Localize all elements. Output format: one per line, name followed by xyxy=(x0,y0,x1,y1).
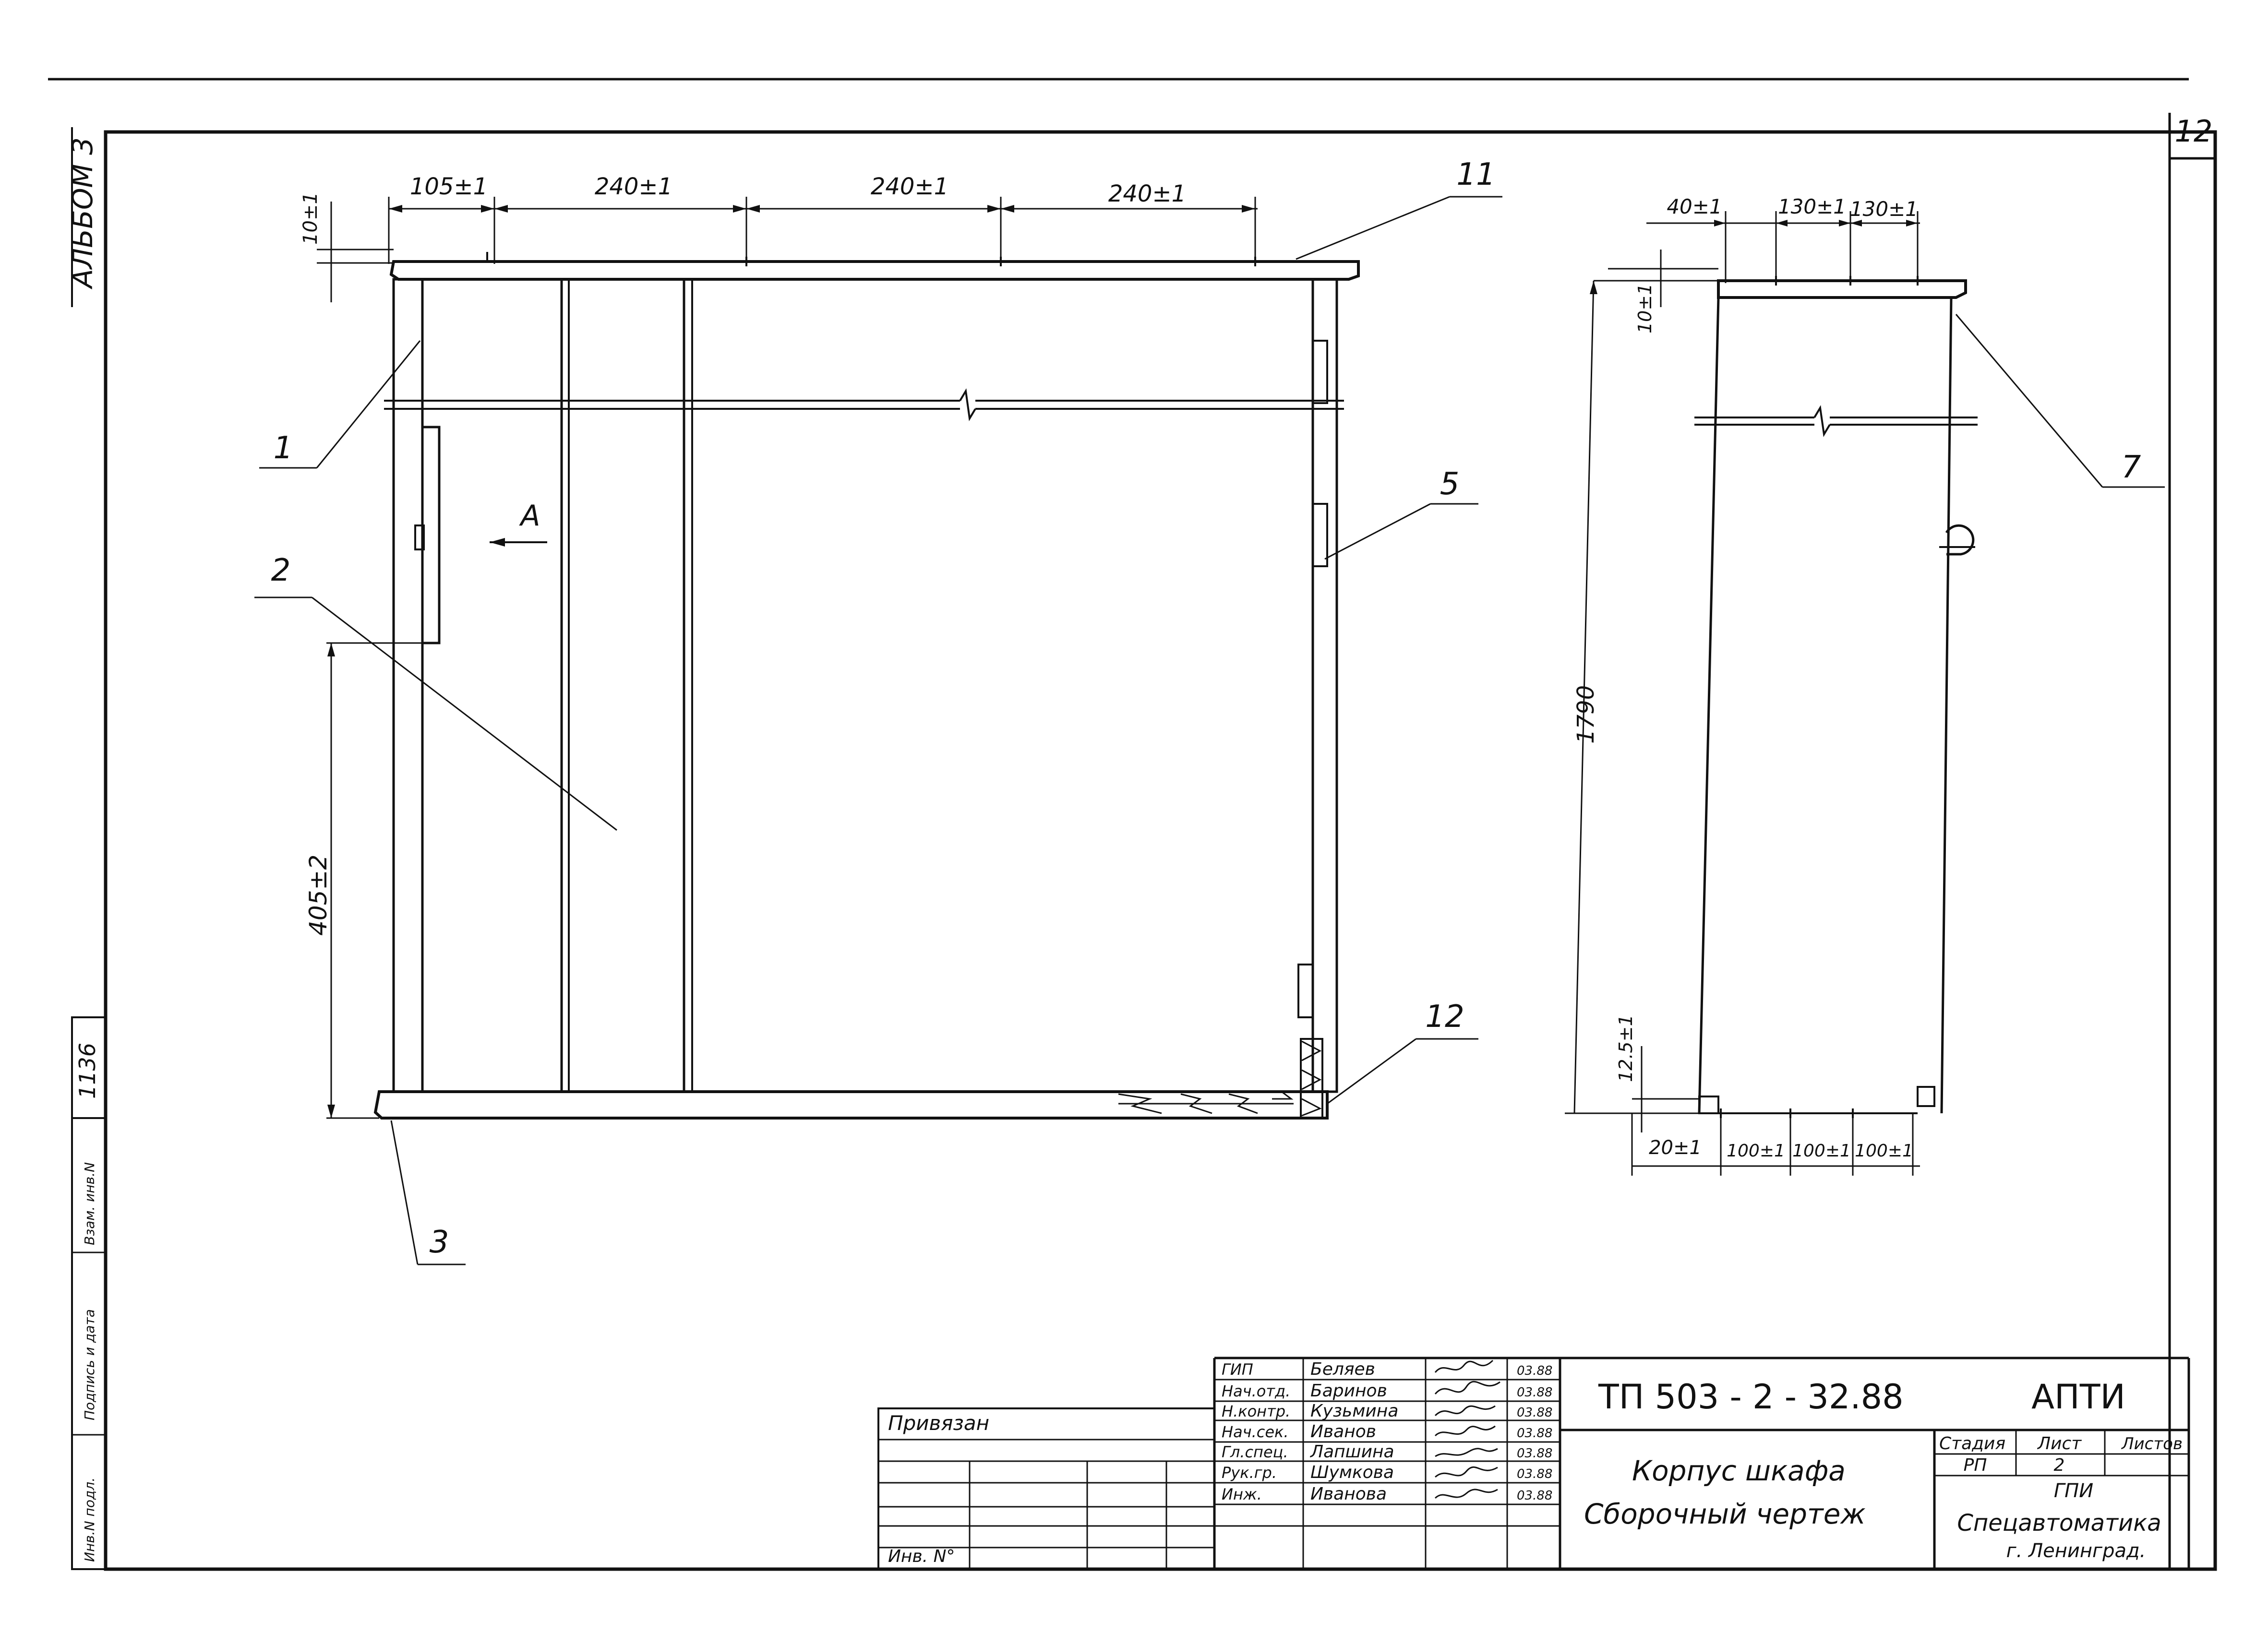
stage-value: РП xyxy=(1964,1455,1987,1475)
date-6: 03.88 xyxy=(1517,1489,1552,1503)
side-dim-bottom-offset: 12.5±1 xyxy=(1615,1014,1636,1082)
front-dim-top-0: 105±1 xyxy=(410,173,488,200)
side-dim-top-2: 130±1 xyxy=(1850,197,1918,221)
name-1: Баринов xyxy=(1310,1381,1387,1401)
callout-7: 7 xyxy=(2122,450,2141,485)
section-mark: A xyxy=(490,499,547,547)
front-dim-top-1: 240±1 xyxy=(595,173,672,200)
role-6: Инж. xyxy=(1222,1485,1262,1503)
date-4: 03.88 xyxy=(1517,1446,1552,1461)
role-3: Нач.сек. xyxy=(1222,1423,1289,1441)
name-3: Иванов xyxy=(1310,1422,1376,1441)
sheet-label: Лист xyxy=(2037,1434,2082,1453)
role-5: Рук.гр. xyxy=(1222,1464,1277,1482)
inventory-number: 1136 xyxy=(74,1043,100,1099)
side-dim-top-offset: 10±1 xyxy=(1634,284,1656,334)
date-5: 03.88 xyxy=(1517,1467,1552,1481)
side-view xyxy=(1694,279,1978,1114)
side-dim-bottom-3: 100±1 xyxy=(1855,1141,1913,1161)
org-line3: г. Ленинград. xyxy=(2006,1540,2146,1562)
album-label: АЛЬБОМ 3 xyxy=(66,137,99,290)
role-0: ГИП xyxy=(1222,1360,1253,1379)
side-height-dimension: 1790 12.5±1 xyxy=(1565,280,1699,1132)
org-line1: ГПИ xyxy=(2054,1480,2093,1502)
front-dim-top-offset: 10±1 xyxy=(300,192,322,245)
front-callouts: 1 2 3 5 11 12 xyxy=(254,157,1502,1265)
name-6: Иванова xyxy=(1310,1484,1387,1504)
role-2: Н.контр. xyxy=(1222,1402,1290,1420)
stage-label: Стадия xyxy=(1939,1434,2005,1453)
side-callouts: 7 xyxy=(1955,314,2165,488)
stamp-signature-date: Подпись и дата xyxy=(82,1309,97,1420)
drawing-title-line1: Корпус шкафа xyxy=(1632,1454,1846,1487)
signature-scribbles xyxy=(1434,1359,1500,1499)
name-5: Шумкова xyxy=(1310,1463,1394,1482)
callout-1: 1 xyxy=(274,430,293,466)
callout-12: 12 xyxy=(1425,999,1464,1035)
sheets-label: Листов xyxy=(2121,1434,2183,1453)
inv-label: Инв. N° xyxy=(888,1547,955,1566)
side-dim-height: 1790 xyxy=(1572,685,1599,744)
side-dim-top-0: 40±1 xyxy=(1667,195,1722,218)
callout-2: 2 xyxy=(271,553,291,588)
front-dim-height: 405±2 xyxy=(304,855,332,936)
callout-3: 3 xyxy=(430,1225,449,1260)
left-margin: АЛЬБОМ 3 1136 Взам. инв.N Подпись и дата… xyxy=(66,127,107,1570)
front-top-dimensions: 105±1 240±1 240±1 240±1 10±1 xyxy=(300,173,1260,302)
side-dim-top-1: 130±1 xyxy=(1778,195,1846,218)
callout-5: 5 xyxy=(1440,466,1460,502)
side-dim-bottom-0: 20±1 xyxy=(1649,1137,1702,1159)
front-dim-top-2: 240±1 xyxy=(871,173,948,200)
drawing-title-line2: Сборочный чертеж xyxy=(1584,1498,1866,1530)
side-dim-bottom-2: 100±1 xyxy=(1792,1141,1851,1161)
name-2: Кузьмина xyxy=(1310,1401,1398,1421)
front-view xyxy=(373,260,1360,1120)
name-0: Беляев xyxy=(1310,1359,1375,1379)
bound-label: Привязан xyxy=(888,1411,989,1435)
document-code: ТП 503 - 2 - 32.88 xyxy=(1598,1377,1904,1417)
side-bottom-dimensions: 20±1 100±1 100±1 100±1 xyxy=(1631,1108,1920,1176)
role-4: Гл.спец. xyxy=(1222,1443,1288,1461)
stamp-replaced-inv: Взам. инв.N xyxy=(82,1162,97,1245)
stamp-inv-no-orig: Инв.N подл. xyxy=(82,1477,97,1562)
date-1: 03.88 xyxy=(1517,1385,1552,1400)
sheet-number: 12 xyxy=(2175,114,2213,149)
date-0: 03.88 xyxy=(1517,1364,1552,1378)
title-block: Привязан Инв. N° ГИП Нач.отд. Н.контр. Н… xyxy=(877,1357,2190,1570)
document-mark: АПТИ xyxy=(2031,1377,2125,1417)
callout-11: 11 xyxy=(1456,157,1495,192)
side-dim-bottom-1: 100±1 xyxy=(1727,1141,1785,1161)
date-3: 03.88 xyxy=(1517,1426,1552,1441)
section-mark-label: A xyxy=(518,499,540,533)
role-1: Нач.отд. xyxy=(1222,1382,1290,1400)
org-line2: Спецавтоматика xyxy=(1957,1510,2161,1537)
sheet-frame xyxy=(48,78,2217,1571)
side-top-dimensions: 40±1 130±1 130±1 10±1 xyxy=(1608,195,1922,334)
front-height-dimension: 405±2 xyxy=(304,642,439,1119)
name-4: Лапшина xyxy=(1309,1442,1394,1462)
front-dim-top-3: 240±1 xyxy=(1108,180,1186,207)
date-2: 03.88 xyxy=(1517,1406,1552,1420)
sheet-value: 2 xyxy=(2054,1455,2065,1475)
